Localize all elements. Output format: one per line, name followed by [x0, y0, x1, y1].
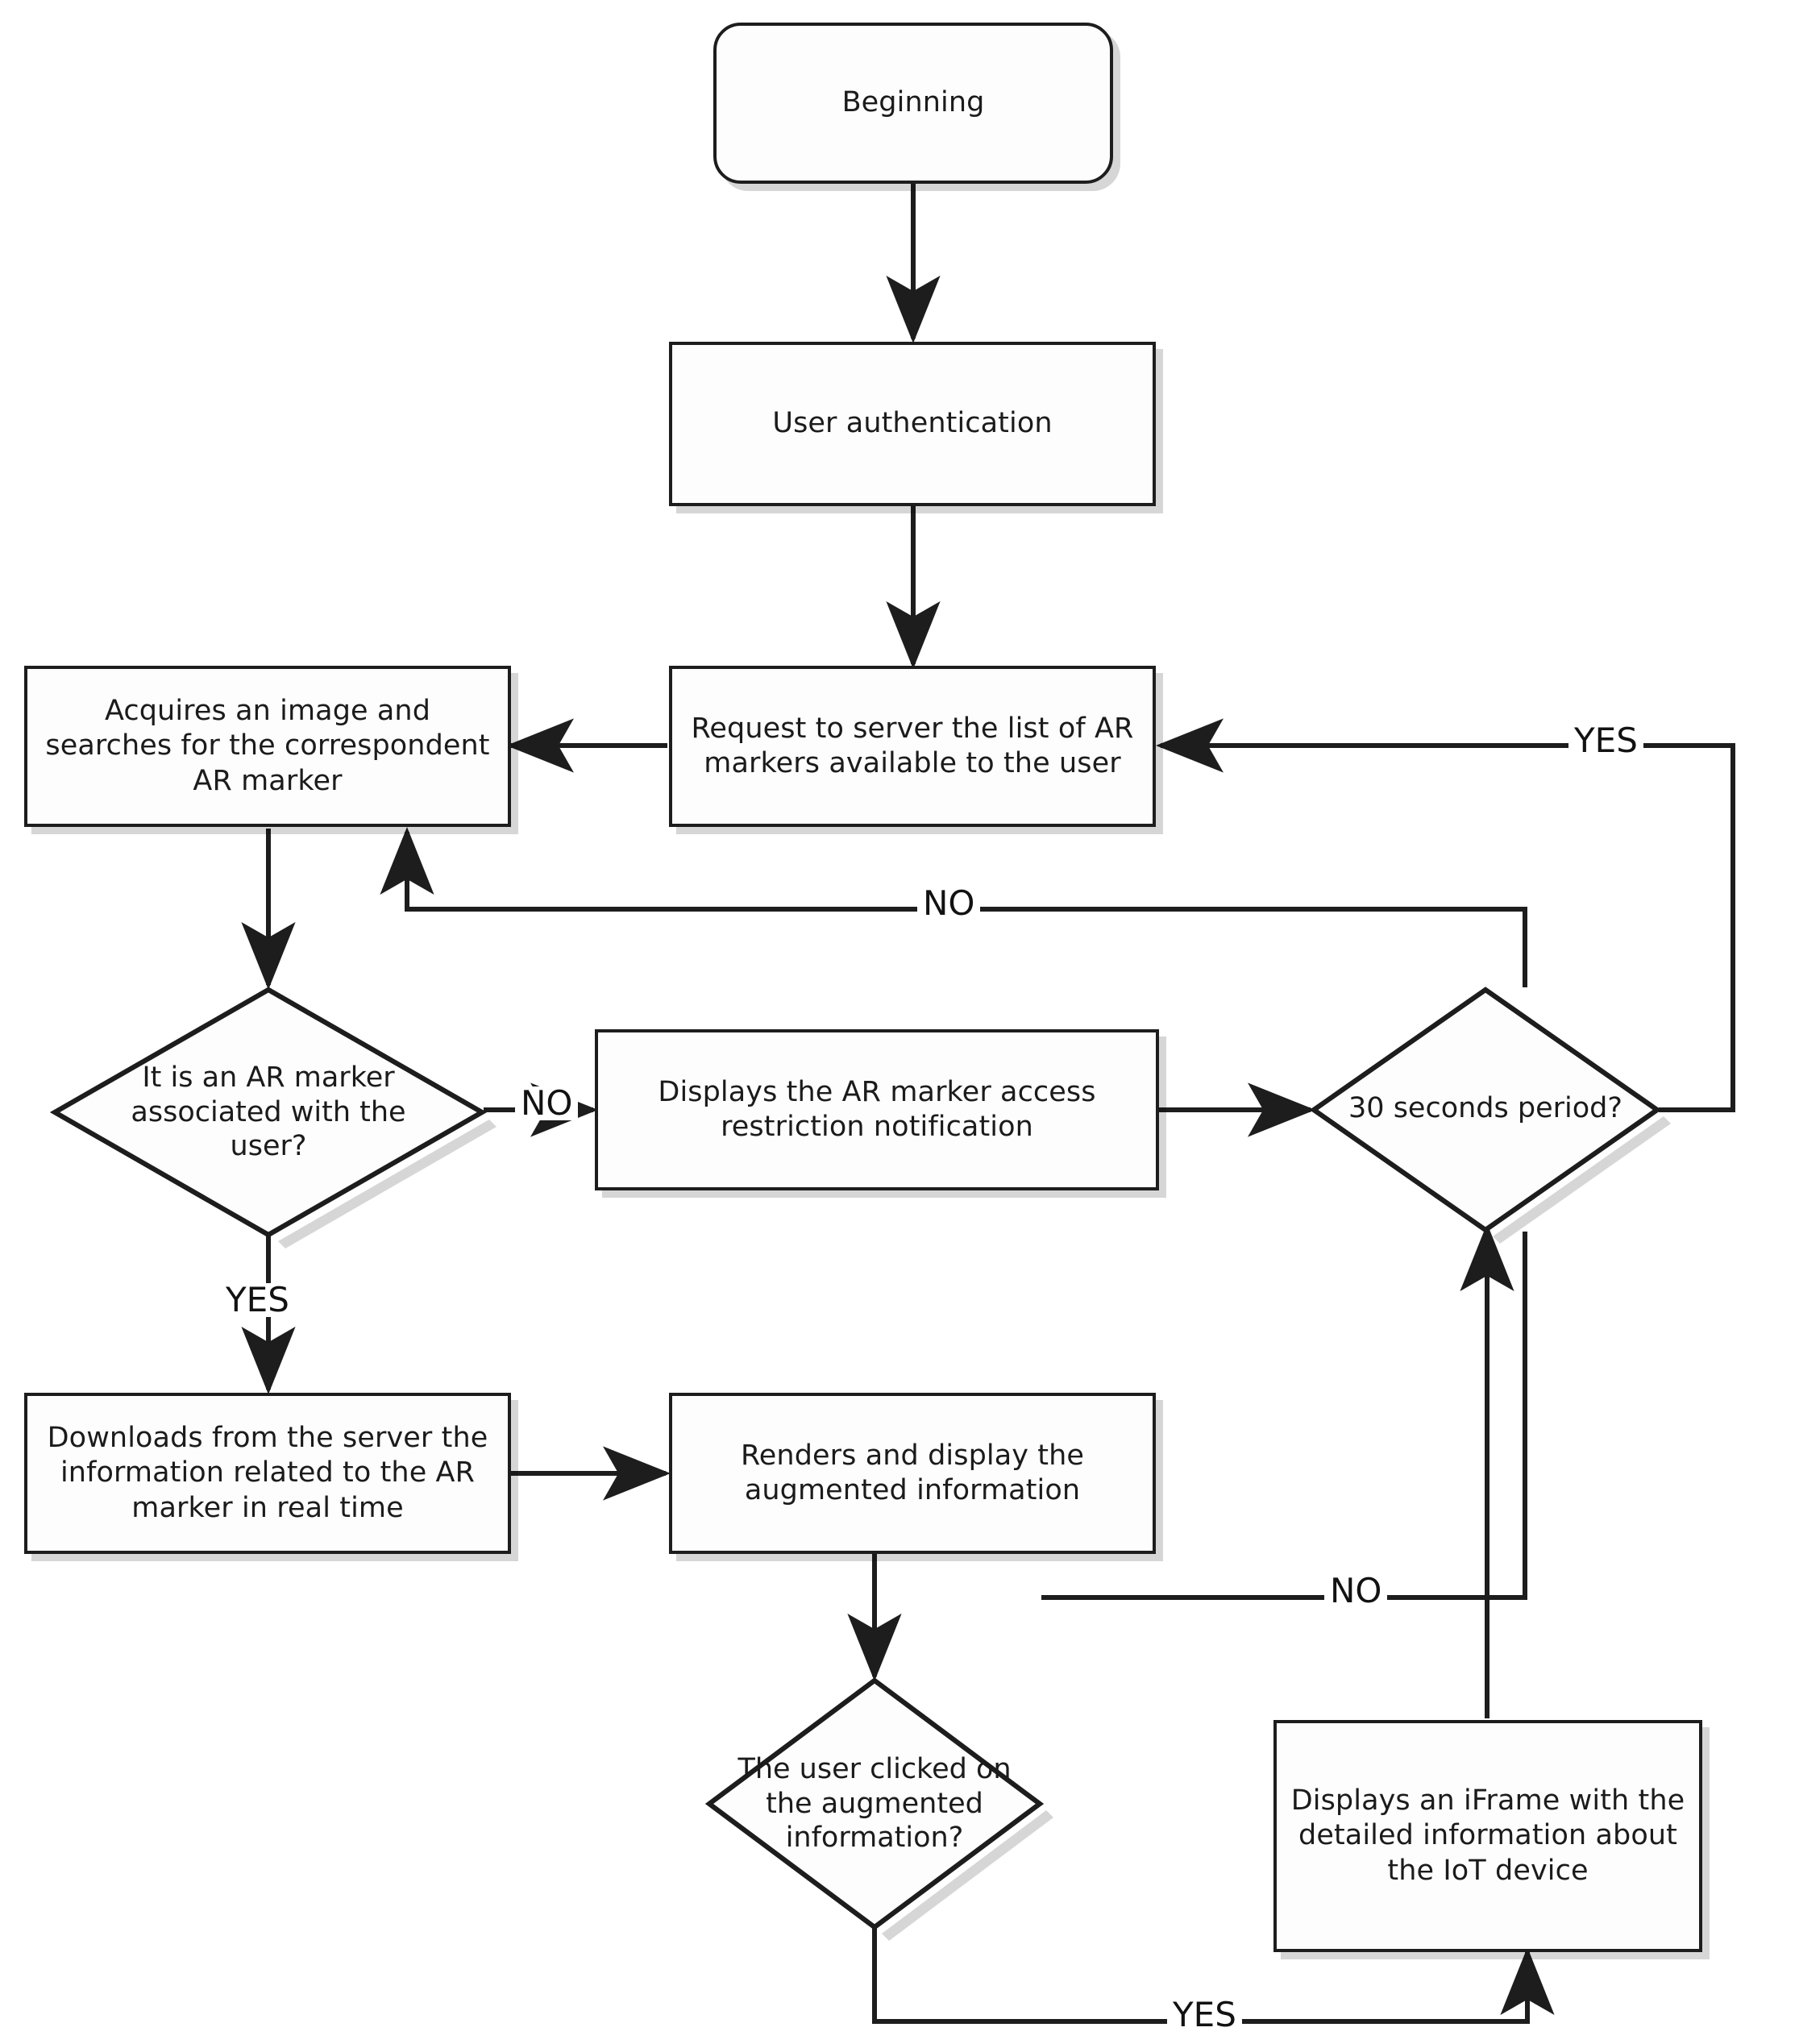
node-display-iframe-label: Displays an iFrame with the detailed inf… — [1290, 1784, 1685, 1887]
node-display-iframe[interactable]: Displays an iFrame with the detailed inf… — [1273, 1720, 1702, 1952]
node-decision-clicked[interactable]: The user clicked on the augmented inform… — [729, 1699, 1020, 1909]
edge-clicked-no-to-period — [1041, 1232, 1527, 1600]
node-decision-marker-user[interactable]: It is an AR marker associated with the u… — [103, 999, 434, 1225]
edge-label-marker-yes: YES — [220, 1283, 295, 1317]
edge-label-clicked-yes: YES — [1167, 1998, 1242, 2032]
node-request-markers-label: Request to server the list of AR markers… — [691, 712, 1134, 779]
node-decision-period-label: 30 seconds period? — [1348, 1091, 1622, 1124]
node-user-authentication-label: User authentication — [772, 407, 1053, 440]
node-downloads-info-label: Downloads from the server the informatio… — [47, 1422, 488, 1524]
edge-label-clicked-no: NO — [1324, 1574, 1388, 1608]
node-request-markers[interactable]: Request to server the list of AR markers… — [669, 666, 1156, 827]
node-user-authentication[interactable]: User authentication — [669, 342, 1156, 506]
node-downloads-info[interactable]: Downloads from the server the informatio… — [24, 1393, 511, 1554]
node-decision-clicked-label: The user clicked on the augmented inform… — [737, 1752, 1012, 1855]
node-beginning[interactable]: Beginning — [713, 23, 1113, 184]
node-display-restriction-label: Displays the AR marker access restrictio… — [658, 1075, 1096, 1143]
node-renders-display-label: Renders and display the augmented inform… — [740, 1439, 1085, 1506]
node-acquires-image[interactable]: Acquires an image and searches for the c… — [24, 666, 511, 827]
edge-period-yes-to-request — [1156, 718, 1735, 1112]
node-renders-display[interactable]: Renders and display the augmented inform… — [669, 1393, 1156, 1554]
node-acquires-image-label: Acquires an image and searches for the c… — [45, 695, 490, 797]
edge-label-period-no: NO — [917, 887, 981, 920]
edge-label-period-yes: YES — [1568, 724, 1643, 758]
edge-label-marker-no: NO — [515, 1086, 579, 1120]
node-beginning-label: Beginning — [841, 86, 985, 119]
node-decision-marker-user-label: It is an AR marker associated with the u… — [131, 1061, 406, 1163]
node-decision-period[interactable]: 30 seconds period? — [1328, 1064, 1643, 1153]
node-display-restriction[interactable]: Displays the AR marker access restrictio… — [595, 1029, 1159, 1190]
